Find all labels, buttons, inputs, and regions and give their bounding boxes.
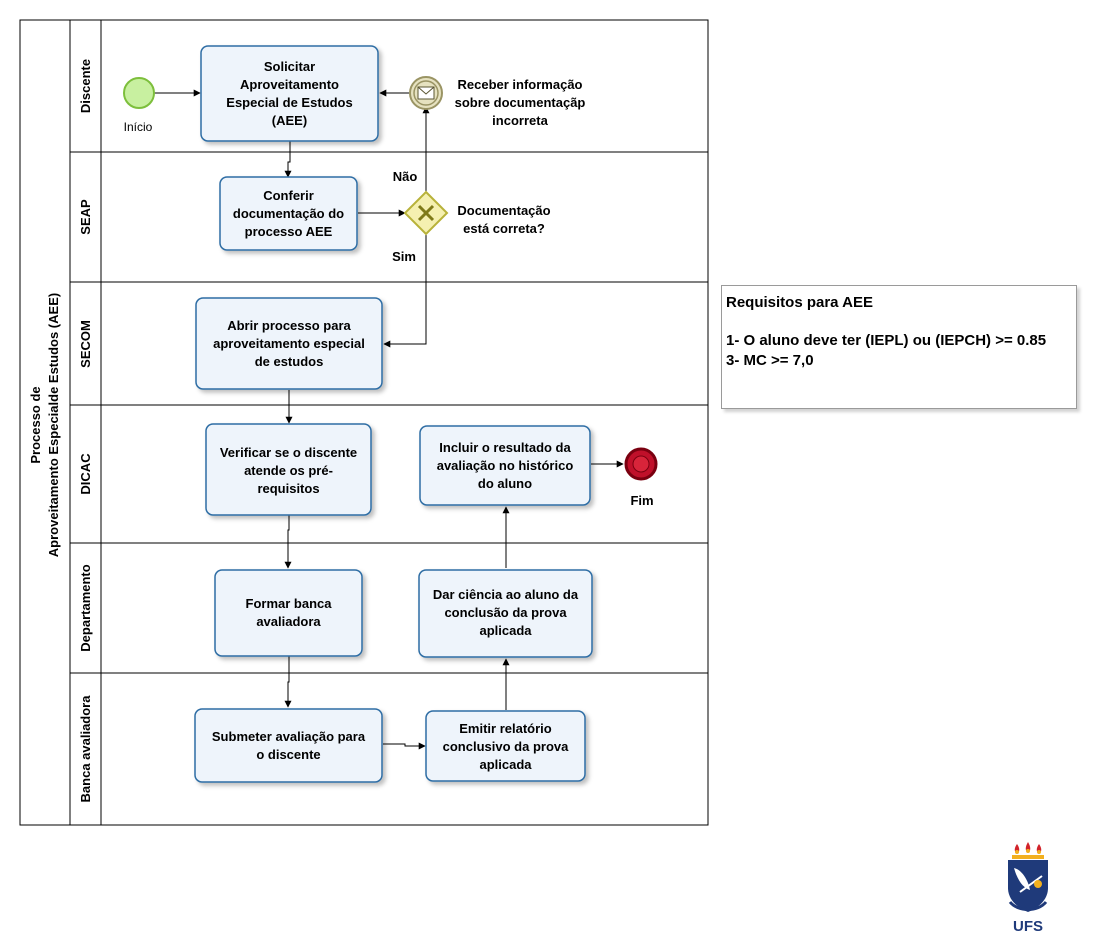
task-submeter-line1: Submeter avaliação para — [212, 729, 366, 744]
task-dar-ciencia-line3: aplicada — [479, 623, 532, 638]
task-verificar-line2: atende os pré- — [244, 463, 333, 478]
requirement-item-2: 3- MC >= 7,0 — [726, 352, 814, 369]
task-submeter[interactable]: Submeter avaliação para o discente — [194, 708, 383, 783]
gateway-label-line1: Documentação — [457, 203, 550, 218]
task-solicitar-line1: Solicitar — [264, 59, 315, 74]
ufs-logo-text: UFS — [1013, 918, 1043, 935]
pool-title-line2: Aproveitamento Especialde Estudos (AEE) — [46, 293, 61, 557]
envelope-icon — [417, 86, 435, 100]
task-incluir-line3: do aluno — [478, 476, 532, 491]
requirements-title: Requisitos para AEE — [726, 294, 873, 311]
task-submeter-line2: o discente — [256, 747, 320, 762]
task-emitir-line1: Emitir relatório — [459, 721, 552, 736]
task-conferir-line2: documentação do — [233, 206, 344, 221]
start-event-label: Início — [124, 120, 153, 134]
task-solicitar-line4: (AEE) — [272, 113, 307, 128]
flow-solicitar-conferir — [284, 141, 292, 178]
gateway-yes-label: Sim — [392, 249, 416, 264]
flow-formar-submeter — [284, 656, 292, 708]
sequence-flows — [154, 89, 624, 750]
message-event[interactable]: Receber informação sobre documentaçãp in… — [409, 76, 586, 128]
flow-gateway-abrir — [383, 234, 427, 348]
task-emitir[interactable]: Emitir relatório conclusivo da prova apl… — [425, 710, 586, 782]
task-emitir-line2: conclusivo da prova — [443, 739, 569, 754]
task-dar-ciencia-line2: conclusão da prova — [444, 605, 567, 620]
pool: Processo de Aproveitamento Especialde Es… — [19, 19, 709, 826]
start-event[interactable]: Início — [123, 77, 155, 134]
lane-label-departamento: Departamento — [78, 564, 93, 651]
ufs-emblem-icon — [1008, 842, 1048, 912]
task-incluir[interactable]: Incluir o resultado da avaliação no hist… — [419, 425, 591, 506]
lane-label-secom: SECOM — [78, 320, 93, 368]
pool-title-line1: Processo de — [28, 386, 43, 463]
task-formar[interactable]: Formar banca avaliadora — [214, 569, 363, 657]
ufs-logo: UFS — [1000, 842, 1056, 935]
task-abrir-line2: aproveitamento especial — [213, 336, 365, 351]
lane-label-dicac: DICAC — [78, 453, 93, 495]
task-formar-line2: avaliadora — [256, 614, 321, 629]
gateway-no-label: Não — [393, 169, 418, 184]
task-incluir-line1: Incluir o resultado da — [439, 440, 571, 455]
task-dar-ciencia[interactable]: Dar ciência ao aluno da conclusão da pro… — [418, 569, 593, 658]
task-solicitar[interactable]: Solicitar Aproveitamento Especial de Est… — [200, 45, 379, 142]
lane-labels: Discente SEAP SECOM DICAC Departamento B… — [78, 59, 93, 803]
end-event[interactable]: Fim — [624, 447, 658, 508]
task-emitir-line3: aplicada — [479, 757, 532, 772]
task-solicitar-line3: Especial de Estudos — [226, 95, 352, 110]
task-verificar[interactable]: Verificar se o discente atende os pré- r… — [205, 423, 372, 516]
requirements-box: Requisitos para AEE 1- O aluno deve ter … — [721, 285, 1077, 409]
task-verificar-line1: Verificar se o discente — [220, 445, 357, 460]
task-formar-line1: Formar banca — [246, 596, 333, 611]
requirement-item-1: 1- O aluno deve ter (IEPL) ou (IEPCH) >=… — [726, 332, 1047, 349]
lane-label-seap: SEAP — [78, 199, 93, 235]
task-dar-ciencia-line1: Dar ciência ao aluno da — [433, 587, 579, 602]
lane-label-discente: Discente — [78, 59, 93, 113]
task-abrir-line1: Abrir processo para — [227, 318, 351, 333]
message-label-line3: incorreta — [492, 113, 548, 128]
flow-submeter-emitir — [383, 742, 426, 750]
message-label-line2: sobre documentaçãp — [455, 95, 586, 110]
task-conferir-line3: processo AEE — [245, 224, 333, 239]
task-abrir[interactable]: Abrir processo para aproveitamento espec… — [195, 297, 383, 390]
task-verificar-line3: requisitos — [257, 481, 319, 496]
message-label-line1: Receber informação — [458, 77, 583, 92]
gateway-label-line2: está correta? — [463, 221, 545, 236]
lane-separators — [70, 151, 708, 674]
x-icon — [417, 204, 435, 222]
lane-label-banca: Banca avaliadora — [78, 695, 93, 803]
task-abrir-line3: de estudos — [255, 354, 324, 369]
end-event-label: Fim — [630, 493, 653, 508]
exclusive-gateway[interactable]: Documentação está correta? Não Sim — [392, 169, 551, 264]
task-incluir-line2: avaliação no histórico — [437, 458, 574, 473]
task-solicitar-line2: Aproveitamento — [240, 77, 339, 92]
flow-verificar-formar — [284, 515, 292, 569]
task-conferir-line1: Conferir — [263, 188, 314, 203]
task-conferir[interactable]: Conferir documentação do processo AEE — [219, 176, 358, 251]
